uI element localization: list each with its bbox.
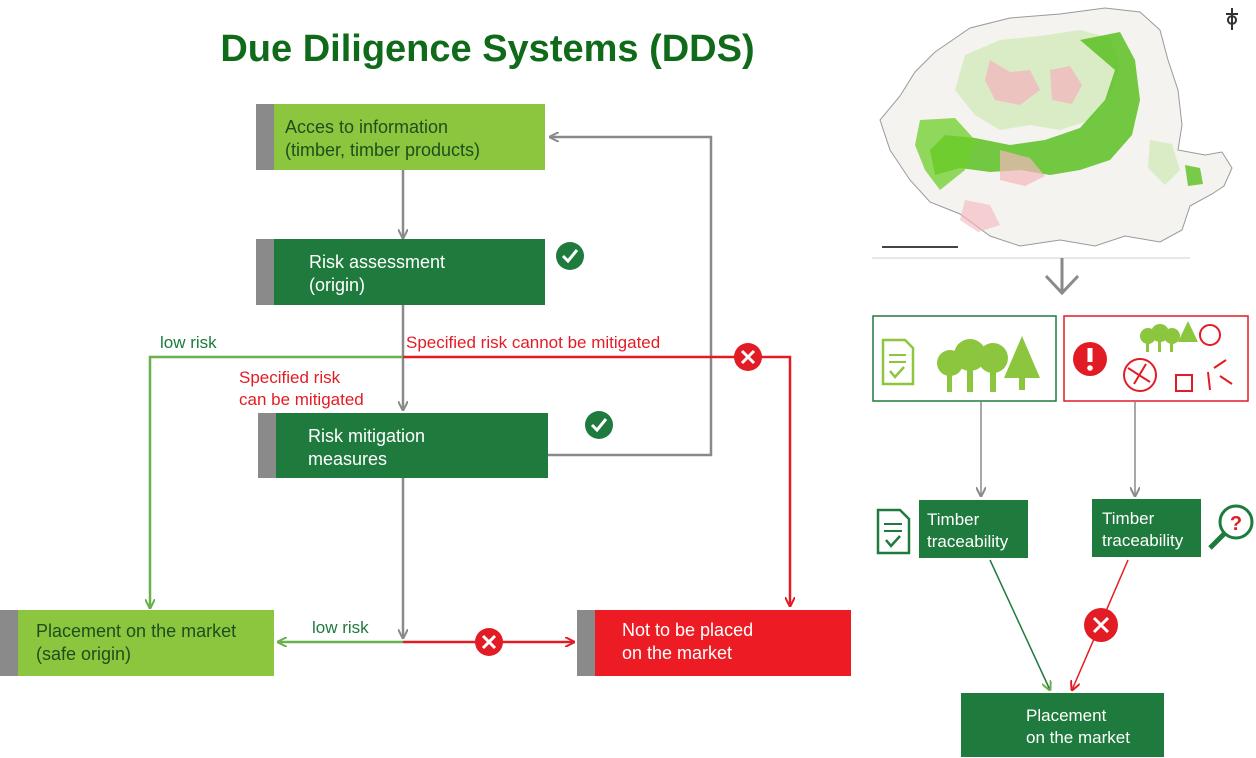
flow-connectors [150,137,790,642]
placement-safe-box: Placement on the market (safe origin) [0,610,274,676]
document-check-icon [881,338,915,386]
romania-forest-map [872,7,1233,259]
x-circle-icon [475,628,503,656]
cannot-mitigate-label: Specified risk cannot be mitigated [406,333,661,352]
exclamation-circle-icon [1073,342,1107,376]
page-title: Due Diligence Systems (DDS) [220,28,755,70]
not-placed-text: Not to be placed on the market [622,620,754,663]
damaged-forest-icon [1123,324,1233,392]
document-check-icon [876,508,911,555]
placement-final-text: Placement on the market [1026,706,1130,747]
not-placed-box: Not to be placed on the market [577,610,851,676]
placement-safe-text: Placement on the market (safe origin) [36,621,237,664]
low-risk-label: low risk [160,333,217,352]
placement-final-box: Placement on the market [961,693,1164,757]
box-marker [0,610,18,676]
risk-mitigation-box: Risk mitigation measures [258,413,548,478]
check-circle-icon [556,242,584,270]
low-risk-label: low risk [312,618,369,637]
box-marker [577,610,595,676]
trees-icon [1140,321,1198,352]
check-circle-icon [585,411,613,439]
chevron-down-icon [1044,258,1080,296]
traceability-box-risk: Timber traceability [1092,499,1201,557]
access-information-text: Acces to information (timber, timber pro… [285,117,481,160]
risk-assessment-box: Risk assessment (origin) [256,239,545,305]
traceability-box-safe: Timber traceability [919,500,1028,558]
magnifier-question-icon: ? [1208,504,1254,550]
risk-mitigation-text: Risk mitigation measures [308,426,426,469]
can-mitigate-label: Specified risk can be mitigated [239,368,364,409]
traceability-text: Timber traceability [927,510,1009,551]
box-marker [256,239,274,305]
traceability-text: Timber traceability [1102,509,1184,550]
box-marker [256,104,274,170]
x-circle-icon [1084,608,1118,642]
x-circle-icon [734,343,762,371]
svg-text:?: ? [1230,513,1242,535]
logo-icon [1226,8,1238,30]
box-marker [258,413,276,478]
trees-icon [937,336,1040,392]
access-information-box: Acces to information (timber, timber pro… [256,104,545,170]
risk-assessment-text: Risk assessment (origin) [309,252,446,295]
